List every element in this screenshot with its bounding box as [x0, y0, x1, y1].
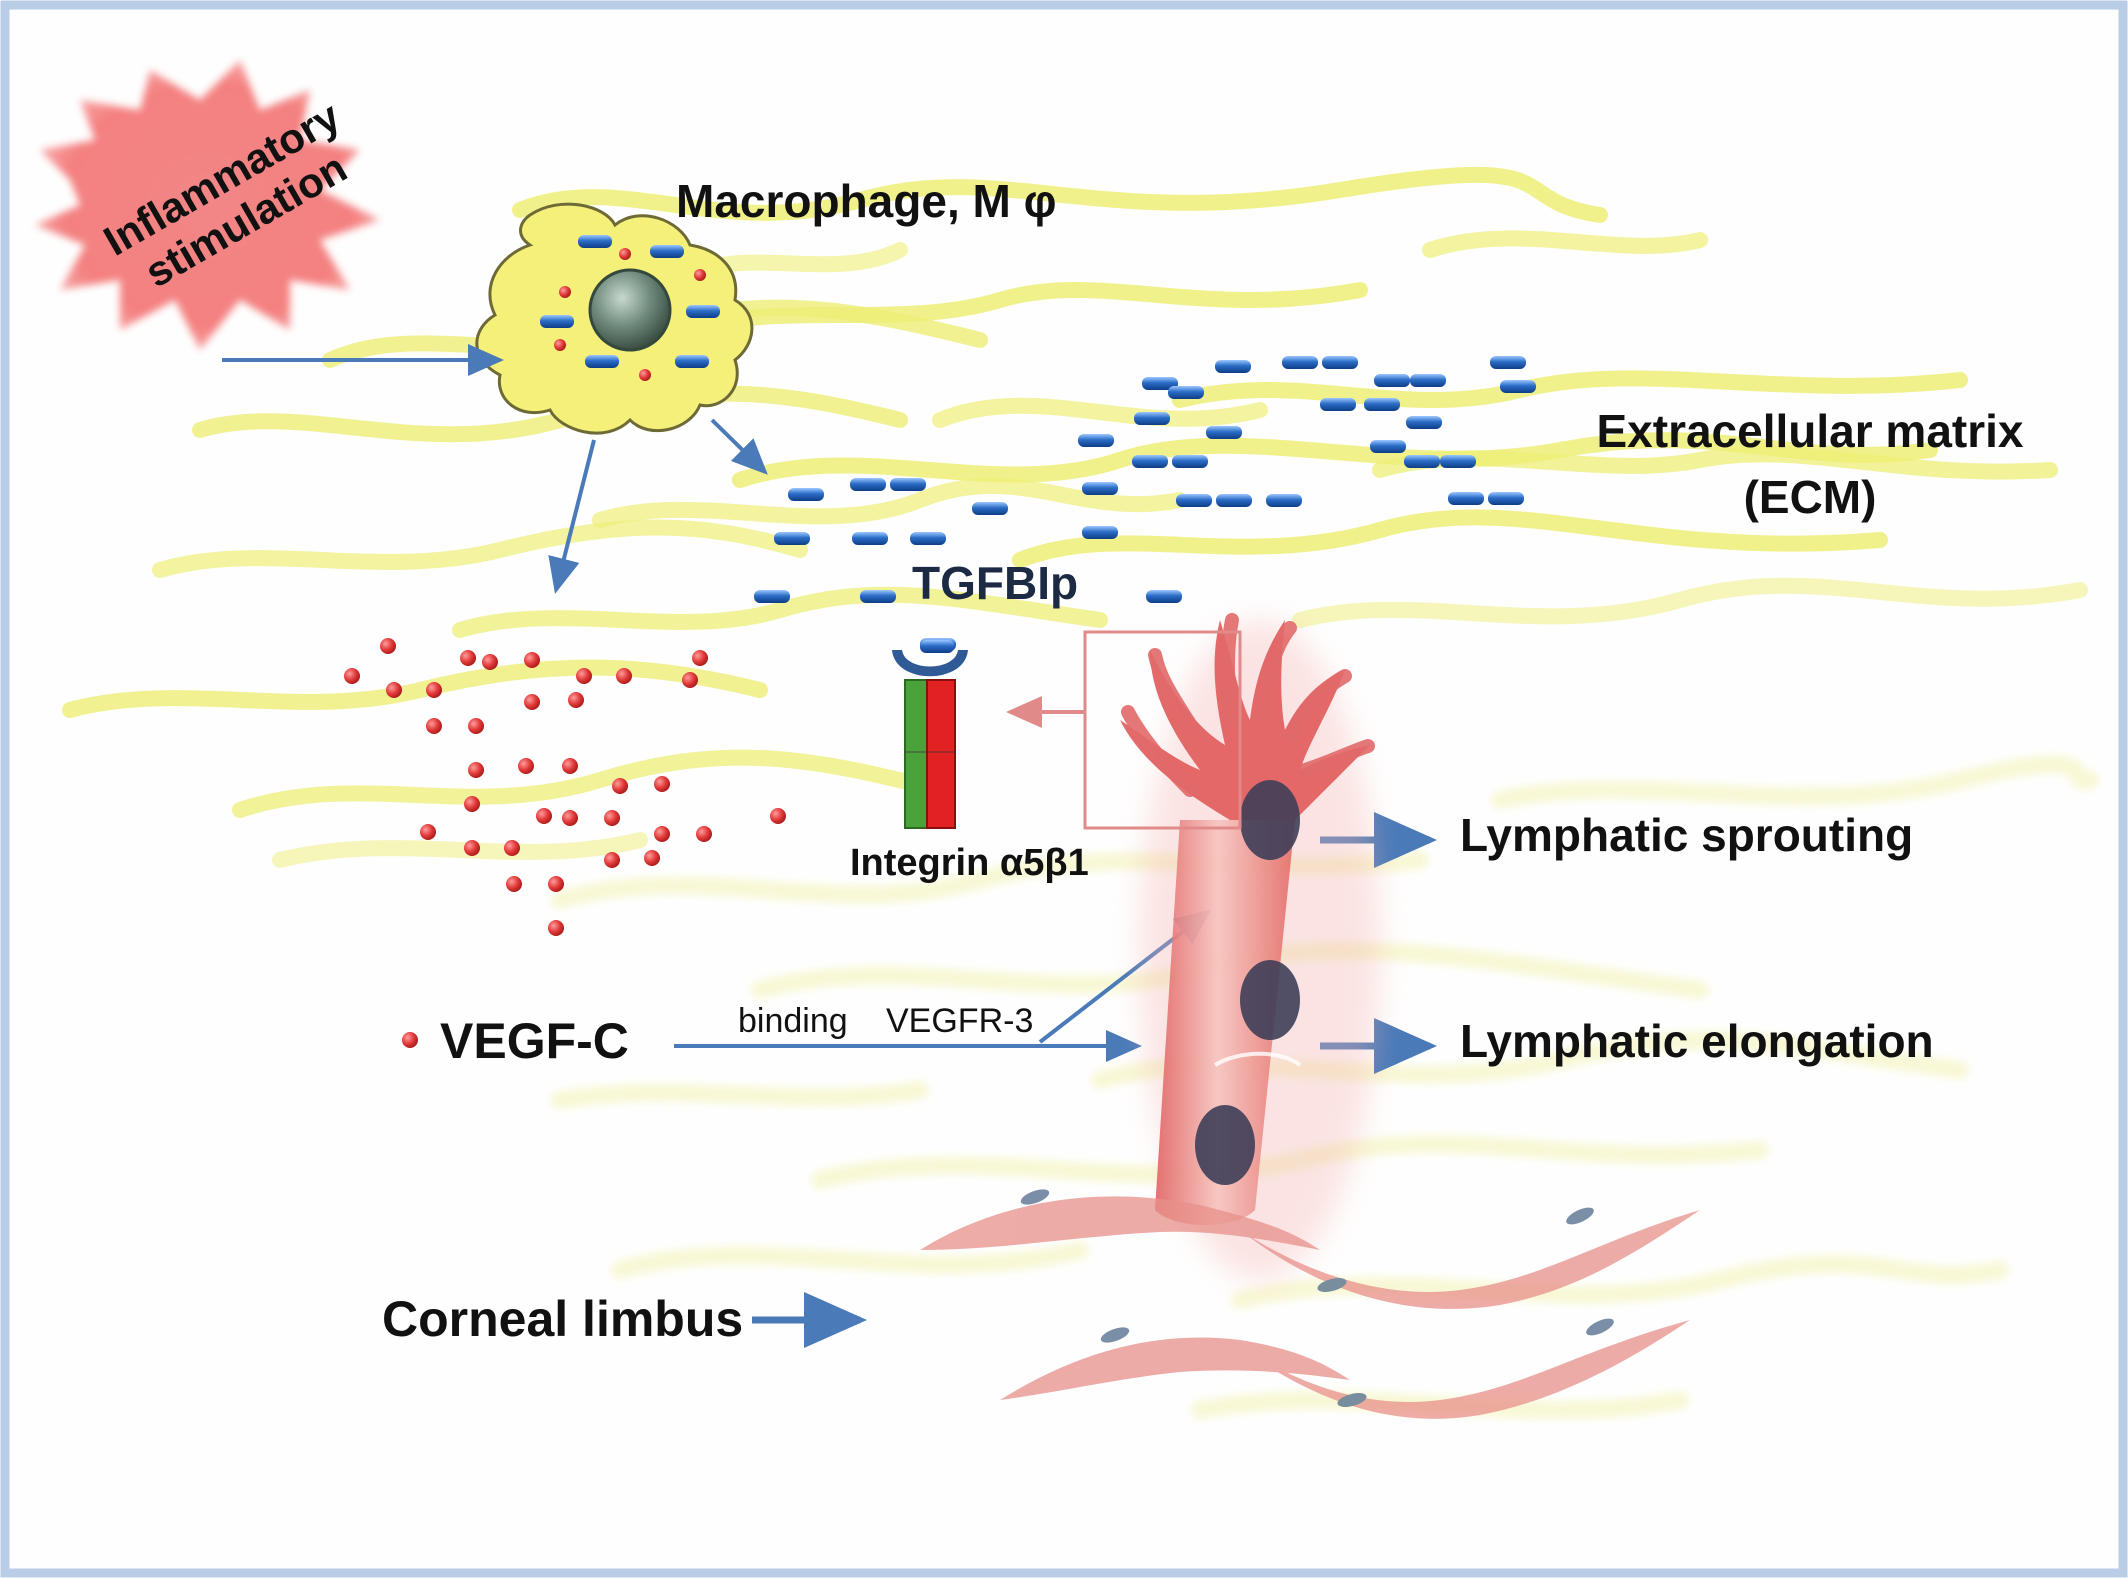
bound-tgfbip [920, 640, 954, 653]
vegfc-label: VEGF-C [440, 1013, 629, 1069]
inset-highlight-box [1083, 630, 1242, 830]
integrin-ligand-cup [892, 650, 968, 677]
ecm-fibers [62, 166, 2088, 868]
arrow-macrophage-to-tgfbip [710, 418, 768, 475]
filopodia [1121, 613, 1375, 797]
lymphatic-sprouting-label: Lymphatic sprouting [1460, 809, 1914, 861]
macrophage-cell [475, 202, 754, 435]
macrophage-vegf-vesicles [554, 248, 706, 381]
integrin-label: Integrin α5β1 [850, 842, 1089, 884]
ecm-label-line2: (ECM) [1743, 471, 1877, 523]
integrin-alpha-subunit [904, 679, 928, 829]
inflammatory-burst [35, 60, 380, 350]
vessel-tube [1155, 820, 1295, 1225]
integrin-beta-subunit [926, 679, 956, 829]
vegfc-particles [344, 638, 786, 1048]
binding-label: binding [738, 1002, 848, 1040]
ecm-label: Extracellular matrix (ECM) [1560, 398, 2060, 530]
corneal-limbus-vessels [920, 1189, 1700, 1419]
lymphatic-vessel [1120, 613, 1380, 1280]
macrophage-nucleus [588, 268, 672, 352]
macrophage-granules [540, 235, 720, 368]
integrin-receptor [892, 640, 968, 829]
corneal-limbus-label: Corneal limbus [382, 1291, 744, 1347]
lymphatic-elongation-label: Lymphatic elongation [1460, 1015, 1934, 1067]
arrow-macrophage-to-vegfc [548, 439, 596, 594]
endothelial-nucleus-base [1195, 1105, 1255, 1185]
vegfc-legend-dot [402, 1032, 418, 1048]
tgfbip-label: TGFBIp [912, 557, 1079, 609]
ecm-label-line1: Extracellular matrix [1596, 405, 2024, 457]
endothelial-nucleus-middle [1240, 960, 1300, 1040]
endothelial-nucleus-tip [1240, 780, 1300, 860]
vegfr3-label: VEGFR-3 [886, 1002, 1034, 1040]
tgfbip-particles [754, 356, 1536, 651]
macrophage-label: Macrophage, M φ [676, 175, 1057, 227]
